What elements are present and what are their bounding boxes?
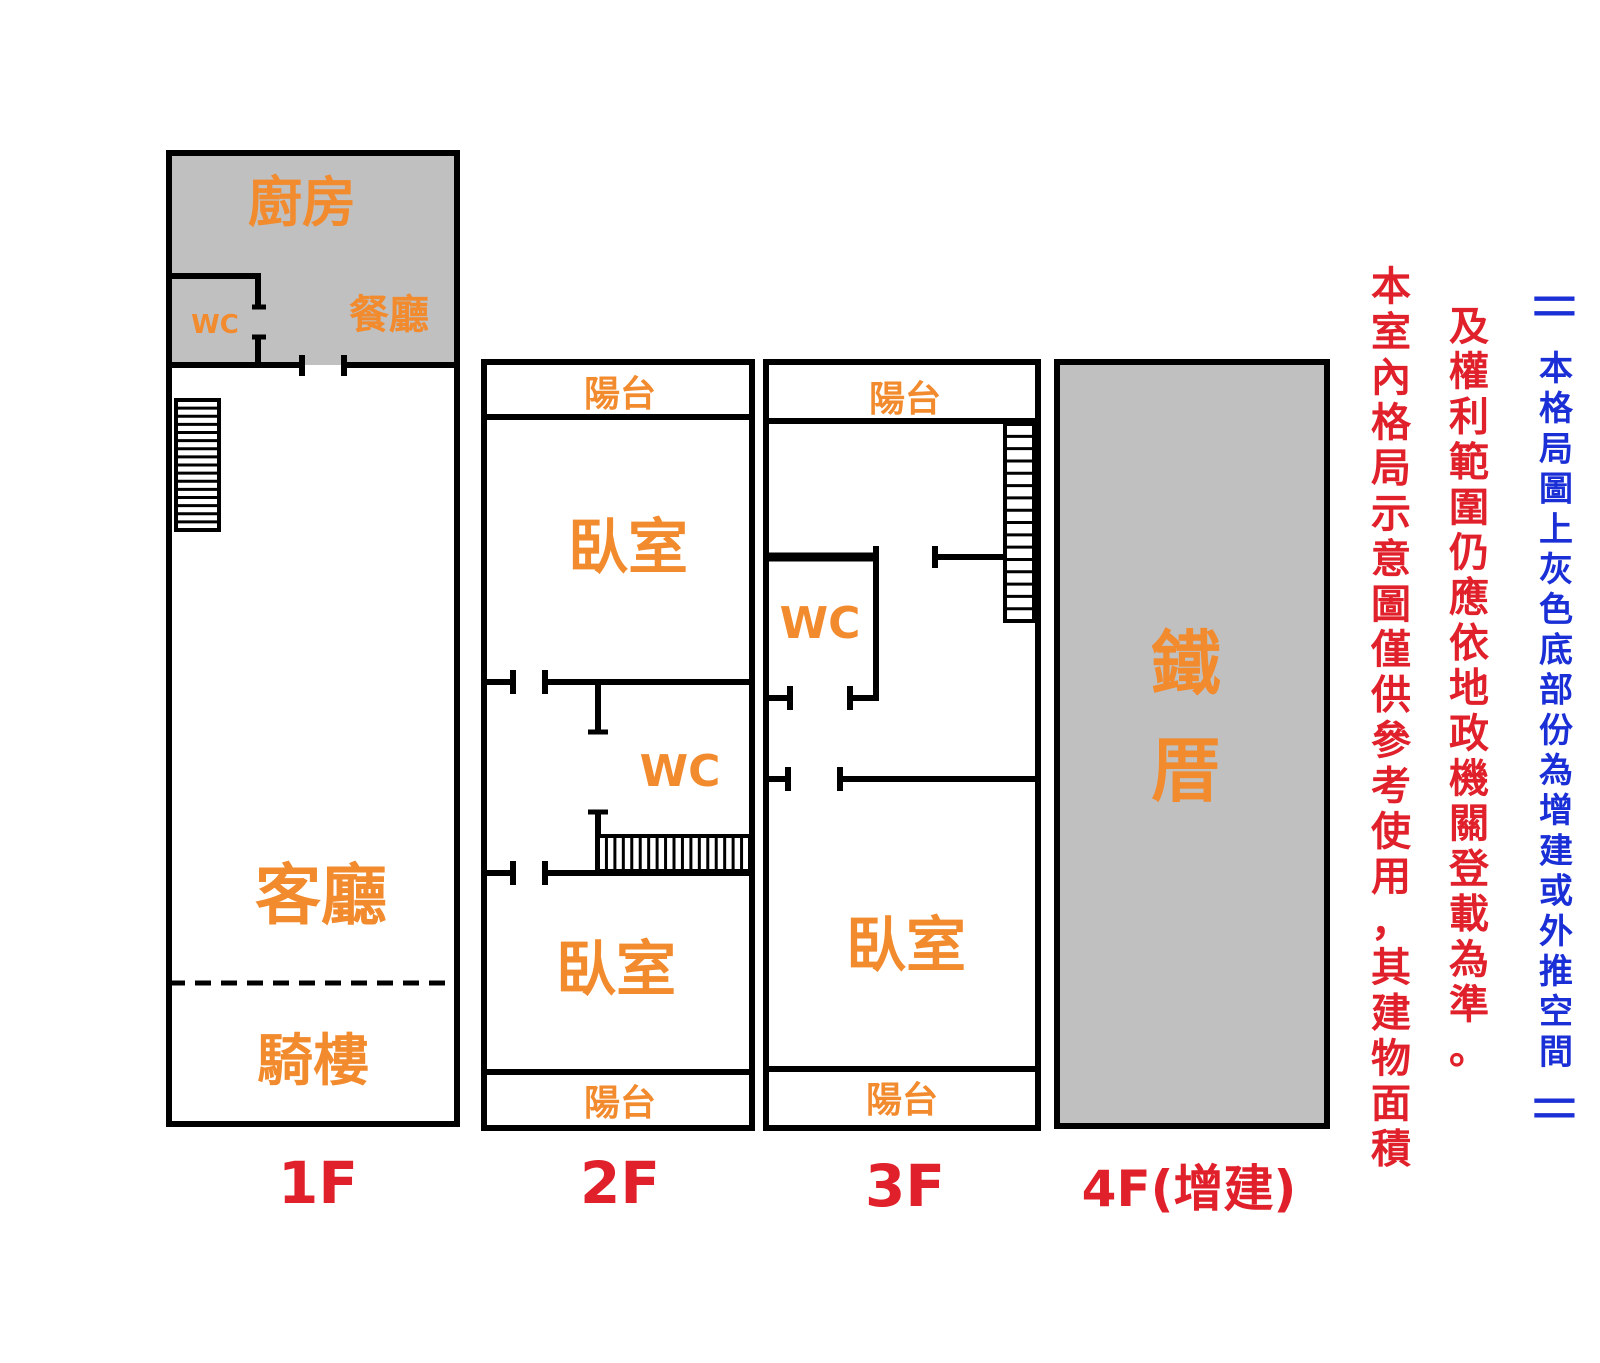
arcade-label: 騎樓 (257, 1029, 369, 1094)
note-char: 面 (1371, 1081, 1411, 1127)
note-char: 色 (1539, 590, 1573, 630)
note-char: 政 (1449, 711, 1489, 757)
staircase (596, 834, 752, 873)
note-char: 使 (1371, 809, 1412, 855)
note-char: 外 (1539, 912, 1573, 952)
note-char: 建 (1371, 990, 1411, 1036)
floor-3f-plan: 陽台 WC 臥室 陽台 3F (763, 359, 1041, 1220)
floor-2f-plan: 陽台 臥室 WC 臥室 陽台 2F (481, 359, 755, 1217)
bedroom-label: 臥室 (556, 935, 676, 1005)
note-char: 室 (1371, 309, 1411, 355)
note-char: 其 (1371, 945, 1411, 991)
kitchen-label: 廚房 (248, 171, 356, 234)
kitchen-dining-shaded-area (169, 153, 457, 365)
note-char: 權 (1449, 349, 1489, 395)
note-char: 增 (1539, 791, 1573, 831)
floor-2f-outer-wall (481, 359, 755, 1131)
note-char: 建 (1539, 831, 1573, 871)
staircase (174, 398, 221, 532)
note-char: 及 (1449, 304, 1489, 350)
note-char: 應 (1449, 575, 1489, 621)
note-char: 圍 (1449, 485, 1489, 531)
note-char: 灰 (1539, 550, 1573, 590)
balcony-label: 陽台 (866, 1080, 938, 1121)
note-char: 關 (1449, 801, 1489, 847)
note-char: 內 (1371, 355, 1411, 401)
floor-1f-outer-wall (166, 150, 460, 1127)
note-char: 空 (1539, 992, 1573, 1032)
note-char: 地 (1449, 666, 1489, 712)
note-char: 本 (1539, 349, 1573, 389)
note-char: 利 (1449, 394, 1489, 440)
note-char: 物 (1371, 1036, 1411, 1082)
note-blue-mark-top: || (1533, 291, 1580, 320)
note-char: ， (1371, 900, 1411, 946)
note-char: 仍 (1449, 530, 1489, 576)
balcony-label: 陽台 (584, 1083, 656, 1124)
bedroom-label: 臥室 (568, 513, 688, 583)
note-char: 僅 (1370, 627, 1411, 673)
living-label: 客廳 (255, 857, 387, 934)
staircase (1003, 422, 1036, 623)
note-char: 間 (1539, 1032, 1573, 1072)
iron-room-label-char2: 厝 (1151, 730, 1221, 812)
floor-1f-label: 1F (278, 1149, 358, 1217)
note-char: 參 (1371, 718, 1412, 764)
floor-4f-label: 4F(增建) (1082, 1160, 1297, 1218)
floor-3f-outer-wall (763, 359, 1041, 1131)
note-char: 部 (1539, 671, 1573, 711)
balcony-label: 陽台 (869, 379, 941, 420)
floor-1f-plan: 廚房 WC 餐廳 客廳 騎樓 1F (166, 150, 460, 1217)
dining-label: 餐廳 (349, 292, 429, 338)
note-char: 格 (1371, 400, 1412, 446)
wc-wall (850, 557, 879, 701)
balcony-label: 陽台 (584, 374, 656, 415)
note-char: 登 (1448, 846, 1490, 892)
note-char: 上 (1539, 510, 1573, 550)
note-char: 份 (1539, 711, 1573, 751)
note-char: 圖 (1539, 470, 1573, 510)
note-char: 為 (1449, 937, 1489, 983)
note-char: 格 (1539, 389, 1574, 429)
wc-label-2f: WC (640, 746, 721, 797)
note-char: 推 (1539, 952, 1573, 992)
iron-room-label-char1: 鐵 (1151, 623, 1221, 705)
note-char: 。 (1449, 1027, 1489, 1073)
note-char: 或 (1539, 872, 1573, 912)
note-char: 準 (1449, 982, 1489, 1028)
wc-label-1f: WC (191, 310, 239, 340)
note-char: 範 (1449, 440, 1489, 486)
note-char: 考 (1371, 763, 1411, 809)
note-char: 依 (1449, 620, 1489, 666)
floor-3f-label: 3F (865, 1152, 945, 1220)
note-char: 為 (1539, 751, 1573, 791)
note-char: 用 (1371, 854, 1411, 900)
bedroom-label: 臥室 (846, 911, 966, 981)
floor-4f-plan: 鐵 厝 4F(增建) (1054, 359, 1330, 1218)
wc-label-3f: WC (780, 598, 861, 649)
note-char: 底 (1539, 630, 1573, 670)
note-char: 圖 (1371, 582, 1411, 628)
note-char: 供 (1371, 673, 1411, 719)
note-char: 示 (1371, 491, 1411, 537)
note-char: 意 (1371, 536, 1411, 582)
note-char: 積 (1371, 1127, 1411, 1173)
note-char: 局 (1371, 446, 1411, 492)
wc-wall (169, 273, 261, 307)
iron-room-shaded-area (1054, 359, 1330, 1129)
note-char: 載 (1449, 892, 1489, 938)
floor-2f-label: 2F (580, 1149, 660, 1217)
note-char: 機 (1449, 756, 1489, 802)
note-char: 本 (1371, 264, 1411, 310)
note-char: 局 (1539, 429, 1573, 469)
note-blue-mark-bottom: || (1533, 1093, 1580, 1122)
